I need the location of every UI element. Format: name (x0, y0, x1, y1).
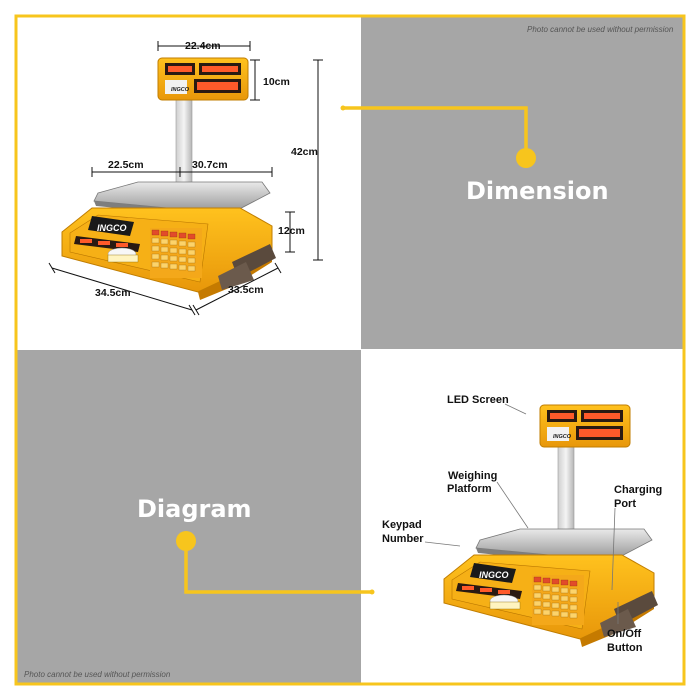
label-on-off-1: On/Off (607, 628, 642, 640)
brand-logo-diagram-display: INGCO (553, 434, 572, 440)
label-charging-port-2: Port (614, 498, 636, 510)
dim-platform-depth: 22.5cm (108, 159, 144, 171)
brand-logo: INGCO (97, 223, 127, 233)
diagram-connector-dot (176, 531, 196, 551)
diagram-connector-end (369, 589, 375, 595)
dimension-connector-dot (516, 148, 536, 168)
label-keypad-1: Keypad (382, 519, 422, 531)
label-charging-port-1: Charging (614, 484, 662, 496)
label-on-off-2: Button (607, 642, 643, 654)
scale-dimension-image: INGCO INGCO (61, 57, 277, 301)
watermark-top: Photo cannot be used without permission (527, 25, 674, 34)
label-weighing-platform-1: Weighing (448, 470, 497, 482)
dim-base-width: 33.5cm (228, 284, 264, 296)
label-keypad-2: Number (382, 533, 424, 545)
label-led-screen: LED Screen (447, 394, 509, 406)
label-weighing-platform-2: Platform (447, 483, 492, 495)
yellow-frame (14, 14, 686, 686)
brand-logo-diagram: INGCO (479, 570, 509, 580)
gray-panel-top-right (361, 17, 683, 349)
gray-panel-bottom-left (17, 350, 361, 683)
dim-display-width: 22.4cm (185, 40, 221, 52)
scale-diagram-image: INGCO INGCO (443, 404, 659, 648)
dim-platform-width: 30.7cm (192, 159, 228, 171)
dim-base-height: 12cm (278, 225, 305, 237)
diagram-pointers (424, 403, 619, 624)
dimension-connector-start (340, 105, 346, 111)
dimension-lines (48, 41, 323, 316)
diagram-connector (184, 545, 372, 594)
brand-logo-display: INGCO (171, 87, 190, 93)
dim-display-height: 10cm (263, 76, 290, 88)
dimension-connector (343, 106, 528, 157)
dimension-label: Dimension (466, 177, 609, 205)
dim-base-length: 34.5cm (95, 287, 131, 299)
watermark-bottom: Photo cannot be used without permission (24, 670, 171, 679)
dim-total-height: 42cm (291, 146, 318, 158)
diagram-label: Diagram (137, 495, 252, 523)
